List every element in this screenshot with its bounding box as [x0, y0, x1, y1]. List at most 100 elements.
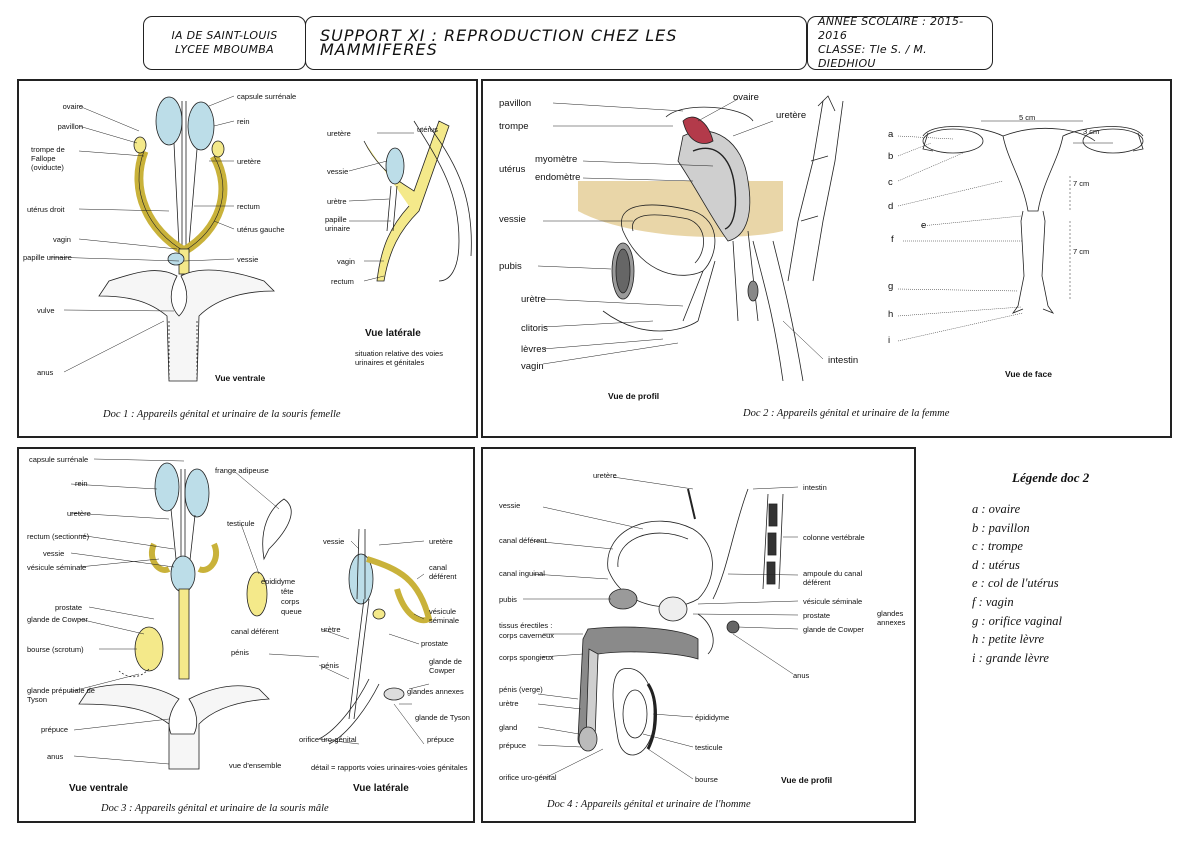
- header-lycee: LYCEE MBOUMBA: [175, 43, 274, 56]
- d4-pubis: pubis: [499, 595, 517, 604]
- d3-queue: queue: [281, 607, 302, 616]
- d2-letter-i: i: [888, 335, 891, 346]
- d3-lat-uretre: urètre: [321, 625, 341, 634]
- d3-cowper: glande de Cowper: [27, 615, 88, 624]
- d3-lat-prostate: prostate: [421, 639, 449, 648]
- d3-lat-vessie: vessie: [323, 537, 345, 546]
- doc3-caption: Doc 3 : Appareils génital et urinaire de…: [101, 803, 329, 814]
- d3-prostate: prostate: [55, 603, 83, 612]
- d4-cowper: glande de Cowper: [803, 625, 864, 634]
- header-title-box: SUPPORT XI : REPRODUCTION CHEZ LES MAMMI…: [305, 16, 807, 70]
- d2-letter-e: e: [921, 220, 927, 231]
- d2-uterus: utérus: [499, 164, 526, 175]
- d2-uretere: uretère: [776, 110, 807, 121]
- d3-canal: canal déférent: [231, 627, 279, 636]
- d1-capsule: capsule surrénale: [237, 92, 297, 101]
- d3-detail: détail = rapports voies urinaires-voies …: [311, 763, 468, 772]
- d3-corps: corps: [281, 597, 300, 606]
- d1-lat-uretere: uretère: [327, 129, 351, 138]
- d3-penis: pénis: [231, 648, 249, 657]
- d2-ovaire: ovaire: [733, 92, 759, 103]
- legend-item: f : vagin: [972, 594, 1014, 609]
- d4-caverneux: corps caverneux: [499, 631, 555, 640]
- d4-anus: anus: [793, 671, 810, 680]
- d2-dim-vagin: 7 cm: [1073, 247, 1090, 256]
- d1-uterus-gauche: utérus gauche: [237, 225, 285, 234]
- doc2-panel: pavillon ovaire trompe uretère utérus my…: [481, 79, 1172, 438]
- d3-epididyme: épididyme: [261, 577, 296, 586]
- d3-view-lateral: Vue latérale: [353, 783, 409, 794]
- d4-orifice: orifice uro-génital: [499, 773, 557, 782]
- doc4-illustration: [523, 476, 799, 780]
- d3-vue-ensemble: vue d'ensemble: [229, 761, 282, 770]
- d2-letter-h: h: [888, 309, 894, 320]
- d4-uretre: urètre: [499, 699, 519, 708]
- doc3-panel: capsule surrénale rein uretère rectum (s…: [17, 447, 475, 823]
- d1-uterus-droit: utérus droit: [27, 205, 65, 214]
- d3-lat-uretere: uretère: [429, 537, 453, 546]
- d1-pavillon: pavillon: [57, 122, 83, 131]
- d2-levres: lèvres: [521, 344, 547, 355]
- legend-title: Légende doc 2: [1012, 470, 1090, 485]
- d3-vesicule: vésicule séminale: [27, 563, 87, 572]
- d4-canal-ing: canal inguinal: [499, 569, 545, 578]
- d1-lat-rectum: rectum: [331, 277, 354, 286]
- d3-tete: tête: [281, 587, 294, 596]
- d4-ampoule: ampoule du canal déférent: [803, 569, 863, 587]
- d1-uretere: uretère: [237, 157, 261, 166]
- d1-papille: papille urinaire: [23, 253, 72, 262]
- legend-item: d : utérus: [972, 557, 1020, 572]
- d2-uretre: urètre: [521, 294, 546, 305]
- legend-item: g : orifice vaginal: [972, 613, 1062, 628]
- d3-bourse: bourse (scrotum): [27, 645, 84, 654]
- d1-vulve: vulve: [37, 306, 55, 315]
- d3-lat-annexes: glandes annexes: [407, 687, 464, 696]
- legend-item: i : grande lèvre: [972, 650, 1049, 665]
- d3-lat-vesicule: vésicule séminale: [429, 607, 460, 625]
- d2-letter-f: f: [891, 234, 894, 245]
- legend-item: a : ovaire: [972, 502, 1021, 516]
- d3-rein: rein: [75, 479, 88, 488]
- doc2-illustration: [537, 95, 1144, 382]
- d3-vessie: vessie: [43, 549, 65, 558]
- d2-dim-width: 5 cm: [1019, 113, 1036, 122]
- d2-dim-small: 3 cm: [1083, 127, 1100, 136]
- d4-tissus: tissus érectiles :: [499, 621, 553, 630]
- d2-letter-b: b: [888, 151, 894, 162]
- d2-pavillon: pavillon: [499, 98, 532, 109]
- d2-pubis: pubis: [499, 261, 522, 272]
- d2-dim-uterus: 7 cm: [1073, 179, 1090, 188]
- d1-rein: rein: [237, 117, 250, 126]
- d4-spongieux: corps spongieux: [499, 653, 554, 662]
- d3-testicule: testicule: [227, 519, 255, 528]
- d1-lateral-note: situation relative des voies urinaires e…: [355, 349, 443, 367]
- doc4-caption: Doc 4 : Appareils génital et urinaire de…: [547, 799, 751, 810]
- d1-rectum: rectum: [237, 202, 260, 211]
- d3-lat-orifice: orifice uro-génital: [299, 735, 357, 744]
- d1-anus: anus: [37, 368, 54, 377]
- legend-item: b : pavillon: [972, 520, 1030, 535]
- d1-lat-vessie: vessie: [327, 167, 349, 176]
- d2-intestin: intestin: [828, 355, 859, 366]
- d3-lat-canal: canal déférent: [429, 563, 457, 581]
- d1-lat-uretre: urètre: [327, 197, 347, 206]
- d4-intestin: intestin: [803, 483, 827, 492]
- d3-lat-prepuce: prépuce: [427, 735, 455, 744]
- d2-vagin: vagin: [521, 361, 544, 372]
- d2-endometre: endomètre: [535, 172, 581, 183]
- legend-item: h : petite lèvre: [972, 632, 1045, 647]
- d1-vessie: vessie: [237, 255, 259, 264]
- d3-lat-penis: pénis: [321, 661, 339, 670]
- d3-rectum: rectum (sectionné): [27, 532, 90, 541]
- doc4-panel: uretère intestin vessie colonne vertébra…: [481, 447, 916, 823]
- doc1-caption: Doc 1 : Appareils génital et urinaire de…: [103, 409, 341, 420]
- d3-frange: frange adipeuse: [215, 466, 269, 475]
- legend-list: a : ovaire b : pavillon c : trompe d : u…: [958, 500, 1158, 667]
- d4-colonne: colonne vertébrale: [803, 533, 865, 542]
- d1-view-lateral: Vue latérale: [365, 328, 421, 339]
- d2-letter-a: a: [888, 129, 894, 140]
- doc2-caption: Doc 2 : Appareils génital et urinaire de…: [743, 408, 950, 419]
- d4-gland: gland: [499, 723, 518, 732]
- d1-lat-uterus: utérus: [417, 125, 438, 134]
- d4-canal-def: canal déférent: [499, 536, 547, 545]
